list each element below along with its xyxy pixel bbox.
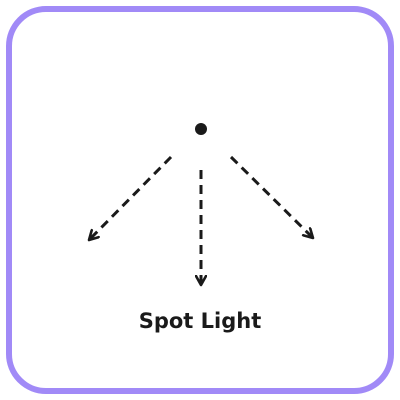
light-source-dot — [195, 123, 207, 135]
beam-right-arrow — [229, 155, 313, 238]
beam-left-arrow — [89, 155, 173, 240]
diagram-caption: Spot Light — [138, 309, 262, 333]
